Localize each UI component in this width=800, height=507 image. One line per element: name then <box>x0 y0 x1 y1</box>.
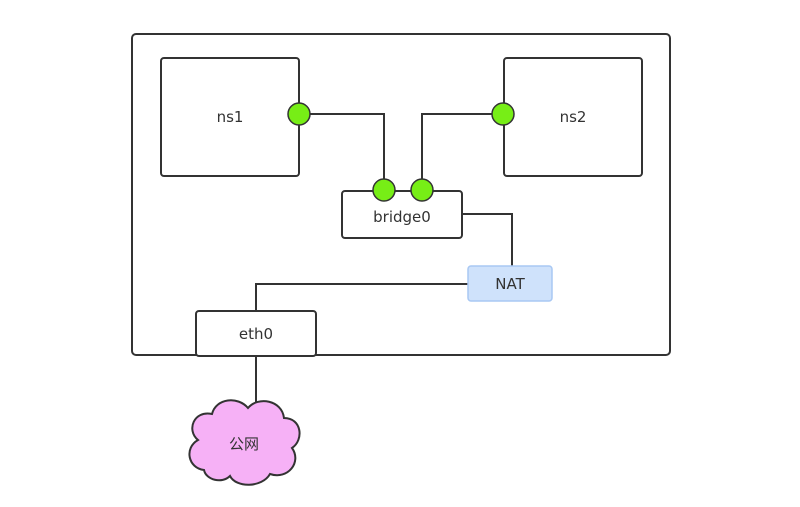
eth0-label: eth0 <box>239 325 273 343</box>
internet-cloud: 公网 <box>188 399 301 486</box>
internet-label: 公网 <box>229 435 259 453</box>
eth0-box <box>195 310 317 357</box>
ns2-bridge-link <box>421 113 503 190</box>
ns1-port <box>287 102 311 126</box>
nat-box <box>467 265 553 302</box>
cloud-shape <box>188 399 301 486</box>
bridge-port-left <box>372 178 396 202</box>
ns2-port <box>491 102 515 126</box>
bridge0-label: bridge0 <box>373 208 431 226</box>
ns2-label: ns2 <box>560 108 587 126</box>
nat-label: NAT <box>495 275 525 293</box>
ns1-label: ns1 <box>217 108 244 126</box>
nat-eth0-link <box>255 283 470 311</box>
ns1-bridge-link <box>300 113 385 190</box>
bridge-nat-link <box>462 213 513 268</box>
bridge-port-right <box>410 178 434 202</box>
